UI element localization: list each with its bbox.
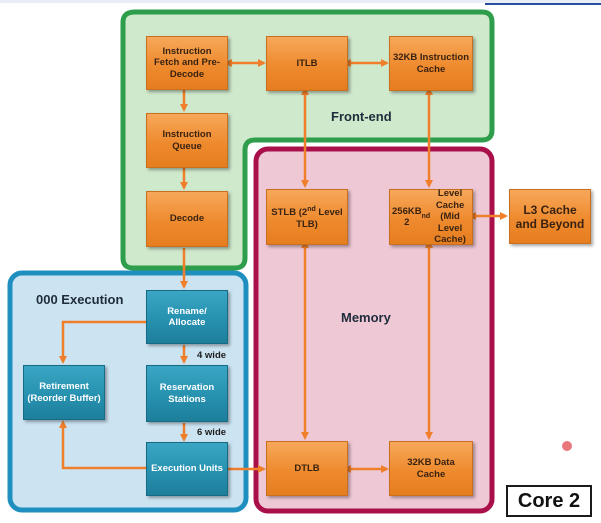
top-bar-accent <box>485 3 601 5</box>
instruction-cache-box: 32KB Instruction Cache <box>389 36 473 91</box>
ooo-region-label: 000 Execution <box>36 292 124 307</box>
arrow-exec-retirement <box>59 420 146 470</box>
data-cache-box: 32KB Data Cache <box>389 441 473 496</box>
decode-box: Decode <box>146 191 228 247</box>
arrow-rename-retirement <box>59 320 146 364</box>
top-bar <box>0 0 601 3</box>
l3-cache-box: L3 Cache and Beyond <box>509 189 591 244</box>
memory-region-label: Memory <box>341 310 391 325</box>
rename-allocate-box: Rename/ Allocate <box>146 290 228 344</box>
instruction-queue-box: Instruction Queue <box>146 113 228 168</box>
frontend-region-label: Front-end <box>331 109 392 124</box>
six-wide-label: 6 wide <box>197 427 227 438</box>
four-wide-label: 4 wide <box>197 350 227 361</box>
itlb-box: ITLB <box>266 36 348 91</box>
execution-units-box: Execution Units <box>146 442 228 496</box>
core-label: Core 2 <box>506 485 592 517</box>
instruction-fetch-box: Instruction Fetch and Pre- Decode <box>146 36 228 90</box>
dtlb-box: DTLB <box>266 441 348 496</box>
retirement-box: Retirement (Reorder Buffer) <box>23 365 105 420</box>
reservation-stations-box: Reservation Stations <box>146 365 228 422</box>
pink-dot <box>562 441 572 451</box>
